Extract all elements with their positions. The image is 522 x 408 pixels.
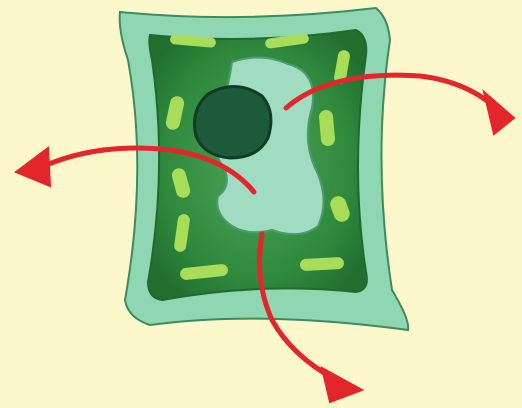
nucleus xyxy=(195,86,271,158)
chloroplast xyxy=(300,257,345,271)
